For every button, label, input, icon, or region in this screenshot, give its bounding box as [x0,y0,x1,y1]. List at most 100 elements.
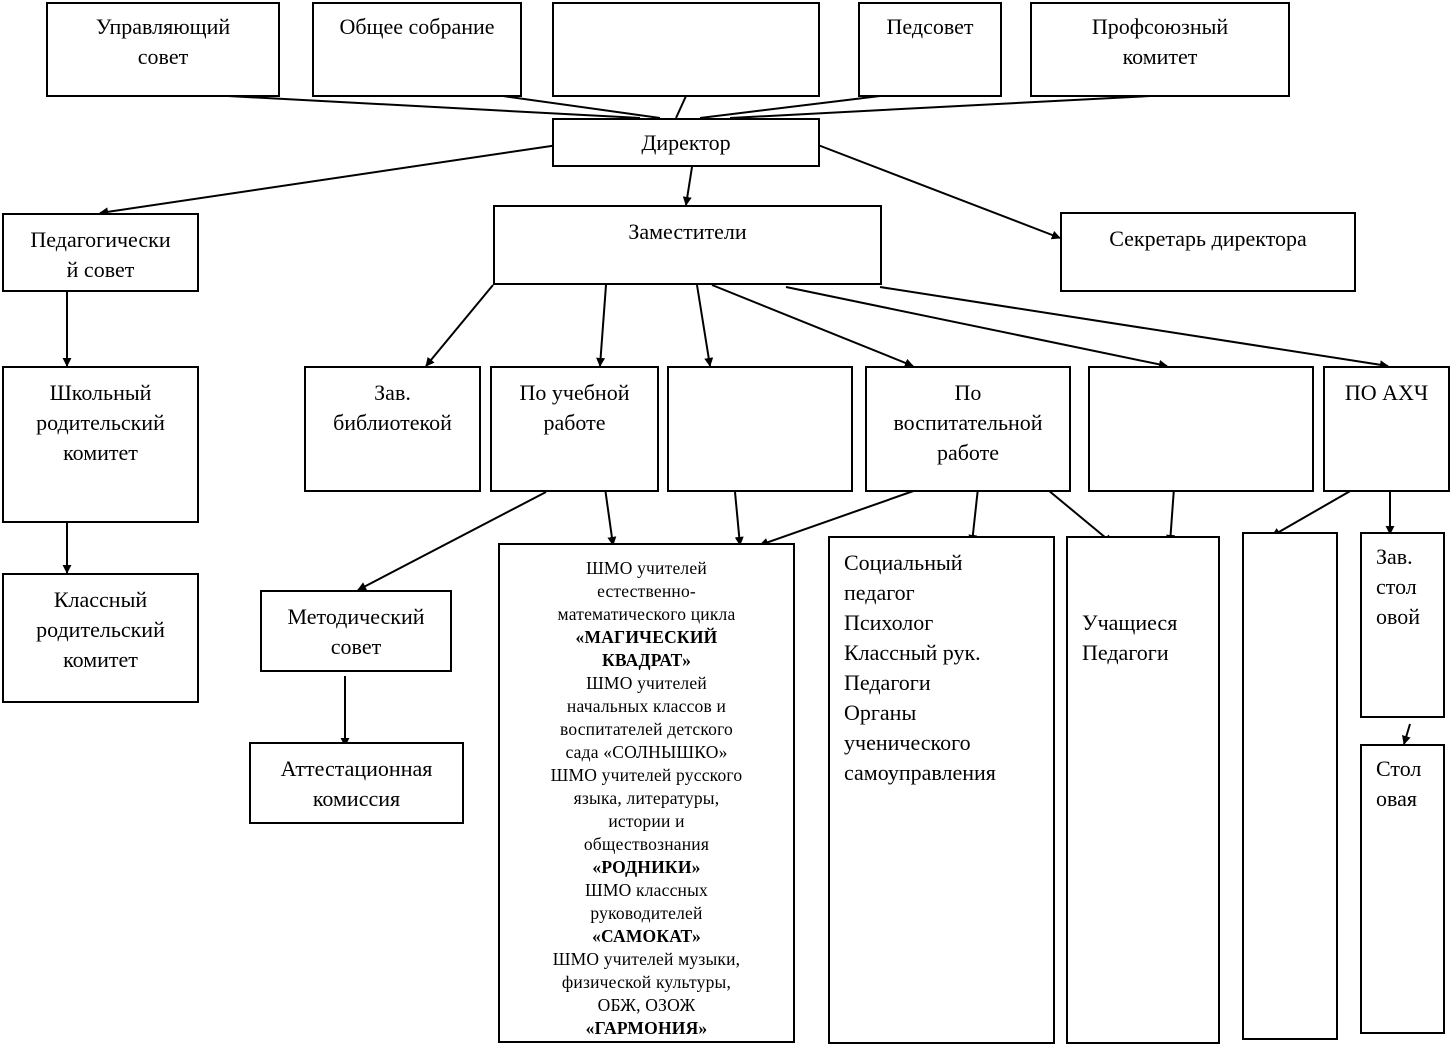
box-zamestiteli: Заместители [493,205,882,285]
box-social: Социальный педагог Психолог Классный рук… [828,536,1055,1044]
shmo-line: начальных классов и [566,696,727,716]
box-po-vospit-line-3: работе [936,440,1000,465]
box-ped-sovet: Педагогически й совет [2,213,199,292]
shmo-line: математического цикла [557,604,736,624]
box-po-uchebnoy: По учебной работе [490,366,659,492]
social-line-4: Классный рук. [844,640,981,665]
box-ped-sovet-line-1: Педагогически [30,227,171,252]
stolovaya-line-1: Стол [1376,756,1422,781]
box-profsoyuz-line-1: Профсоюзный [1091,14,1229,39]
box-po-uchebnoy-line-1: По учебной [519,380,630,405]
arrow-zam-vospit [711,284,914,368]
line-obshee-director [502,95,661,119]
shmo-line: ОБЖ, ОЗОЖ [597,995,696,1015]
box-po-vospit: По воспитательной работе [865,366,1071,492]
social-line-1: Социальный [844,550,963,575]
shmo-line: «САМОКАТ» [592,926,701,946]
arrow-ucheb-shmo [604,487,617,546]
box-sekretar: Секретарь директора [1060,212,1356,292]
shmo-line: ШМО учителей русского [550,765,743,785]
social-line-7: ученического [844,730,971,755]
box-obshee-line-1: Общее собрание [339,14,495,39]
box-pedsovet-top: Педсовет [858,2,1002,97]
line-blank-director [675,95,687,119]
arrow-zam-bibl [425,284,494,367]
line-upravl-director [227,95,641,119]
uchashiesya-line-2: Педагоги [1082,640,1169,665]
box-pedsovet-line-1: Педсовет [886,14,974,39]
stolovaya-line-2: овая [1376,786,1417,811]
box-shk-rod-line-3: комитет [63,440,138,465]
zav-stol-line-2: стол [1376,574,1417,599]
shmo-line: физической культуры, [561,972,732,992]
box-metod-sovet: Методический совет [260,590,452,672]
box-blank-top [552,2,820,97]
box-kl-rod-kom: Классный родительский комитет [2,573,199,703]
arrow-zam-blankmid [696,284,714,367]
box-upravl-line-2: совет [137,44,189,69]
social-line-2: педагог [844,580,915,605]
arrow-vospit-social [968,487,979,544]
shmo-line: руководителей [590,903,703,923]
box-blank-tall [1242,532,1338,1040]
line-pedsovet-director [699,95,881,119]
box-kl-rod-line-1: Классный [53,587,148,612]
box-po-vospit-line-2: воспитательной [893,410,1043,435]
arrow-zam-ahch [879,286,1389,370]
box-metod-line-2: совет [330,634,382,659]
arrow-zam-blankright [785,286,1168,369]
shmo-line: «ГАРМОНИЯ» [585,1018,708,1038]
line-profsoyuz-director [729,95,1151,119]
box-zamestiteli-line-1: Заместители [628,219,747,244]
arrow-ahch-blanktall [1271,489,1353,537]
box-director-line-1: Директор [641,130,731,155]
shmo-line: сада «СОЛНЫШКО» [565,742,728,762]
box-uchashiesya: Учащиеся Педагоги [1066,536,1220,1044]
box-ped-sovet-line-2: й совет [66,257,135,282]
box-shk-rod-kom: Школьный родительский комитет [2,366,199,523]
shmo-line: языка, литературы, [573,788,720,808]
shmo-line: ШМО классных [584,880,709,900]
zav-stol-line-1: Зав. [1376,544,1413,569]
shmo-line: естественно- [597,581,696,601]
box-upravl-line-1: Управляющий [95,14,231,39]
box-attest: Аттестационная комиссия [249,742,464,824]
box-metod-line-1: Методический [287,604,425,629]
box-po-vospit-line-1: По [954,380,982,405]
box-profsoyuz-line-2: комитет [1122,44,1198,69]
shmo-line: обществознания [583,834,710,854]
arrow-blankright-uchashiesya [1166,487,1176,544]
arrow-zam-ucheb [596,284,607,367]
arrow-director-pedsovet [99,144,559,217]
shmo-line: воспитателей детского [559,719,733,739]
box-obshee-sobranie: Общее собрание [312,2,522,97]
box-zav-stol: Зав. стол овой [1360,532,1445,718]
box-shk-rod-line-1: Школьный [49,380,152,405]
shmo-line: истории и [608,811,685,831]
box-blank-right [1088,366,1314,492]
box-attest-line-1: Аттестационная [280,756,433,781]
social-line-3: Психолог [844,610,934,635]
box-po-ahch: ПО АХЧ [1323,366,1450,492]
social-line-8: самоуправления [844,760,996,785]
arrow-blankmid-shmo [734,491,744,546]
shmo-line: ШМО учителей музыки, [552,949,741,969]
box-profsoyuz: Профсоюзный комитет [1030,2,1290,97]
uchashiesya-line-1: Учащиеся [1082,610,1178,635]
box-shk-rod-line-2: родительский [36,410,165,435]
box-director: Директор [552,118,820,167]
shmo-line: КВАДРАТ» [601,650,692,670]
box-sekretar-line-1: Секретарь директора [1109,226,1307,251]
social-line-6: Органы [844,700,917,725]
box-upravl-sovet: Управляющий совет [46,2,280,97]
arrow-director-zam [682,166,693,206]
box-stolovaya: Стол овая [1360,744,1445,1034]
box-blank-mid [667,366,853,492]
box-zav-bibl-line-2: библиотекой [333,410,452,435]
box-kl-rod-line-2: родительский [36,617,165,642]
box-po-ahch-line-1: ПО АХЧ [1344,380,1429,405]
box-shmo-list: ШМО учителей естественно-математического … [498,543,795,1043]
box-kl-rod-line-3: комитет [63,647,138,672]
shmo-line: ШМО учителей [586,673,707,693]
box-attest-line-2: комиссия [312,786,401,811]
